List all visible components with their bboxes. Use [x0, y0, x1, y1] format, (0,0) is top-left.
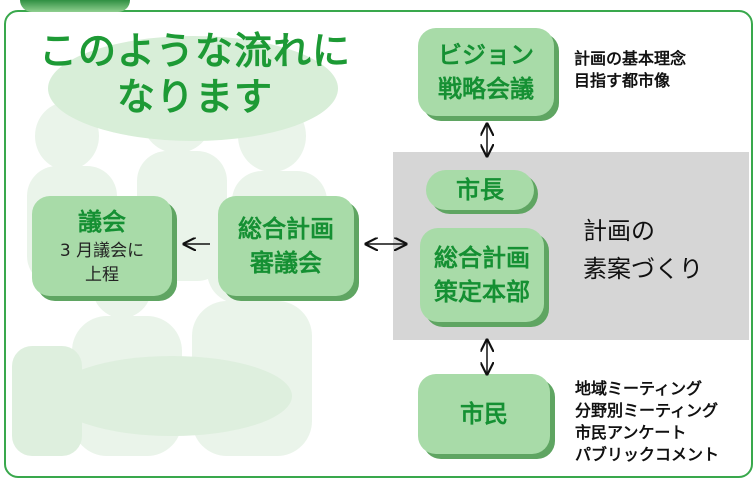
citizens-note: 地域ミーティング 分野別ミーティング 市民アンケート パブリックコメント — [575, 378, 719, 466]
panel-tab-decoration — [20, 0, 130, 12]
assembly-node-line-2: 上程 — [85, 265, 119, 285]
vision-note: 計画の基本理念 目指す都市像 — [574, 48, 686, 92]
vision-node-line-1: ビジョン — [438, 41, 534, 69]
vision-strategy-meeting-node: ビジョン 戦略会議 — [418, 28, 554, 116]
assembly-node-line-1: 3 月議会に — [59, 241, 145, 261]
vision-note-line-2: 目指す都市像 — [574, 71, 671, 90]
title-line-1: このような流れに — [38, 29, 351, 73]
title-highlight-blob — [48, 36, 338, 141]
citizens-node: 市民 — [418, 374, 550, 454]
planning-headquarters-node: 総合計画 策定本部 — [420, 228, 544, 322]
honbu-node-line-2: 策定本部 — [434, 278, 530, 306]
diagram-title: このような流れに なります — [10, 28, 380, 120]
citizens-note-line-1: 地域ミーティング — [575, 379, 703, 398]
council-node-line-2: 審議会 — [250, 249, 322, 277]
draft-making-label: 計画の 素案づくり — [583, 212, 703, 288]
planning-council-node: 総合計画 審議会 — [218, 196, 354, 296]
vision-node-line-2: 戦略会議 — [438, 75, 534, 103]
assembly-node-title: 議会 — [78, 208, 126, 236]
mayor-node: 市長 — [426, 170, 534, 210]
council-node-line-1: 総合計画 — [238, 215, 334, 243]
citizens-note-line-3: 市民アンケート — [575, 423, 687, 442]
gray-label-line-1: 計画の — [583, 217, 655, 245]
citizens-node-label: 市民 — [460, 400, 508, 428]
vision-note-line-1: 計画の基本理念 — [574, 49, 687, 68]
citizens-note-line-4: パブリックコメント — [575, 445, 720, 464]
assembly-node: 議会 3 月議会に 上程 — [32, 196, 172, 296]
gray-label-line-2: 素案づくり — [583, 255, 703, 283]
honbu-node-line-1: 総合計画 — [434, 244, 530, 272]
citizens-note-line-2: 分野別ミーティング — [575, 401, 719, 420]
title-line-2: なります — [116, 75, 273, 119]
